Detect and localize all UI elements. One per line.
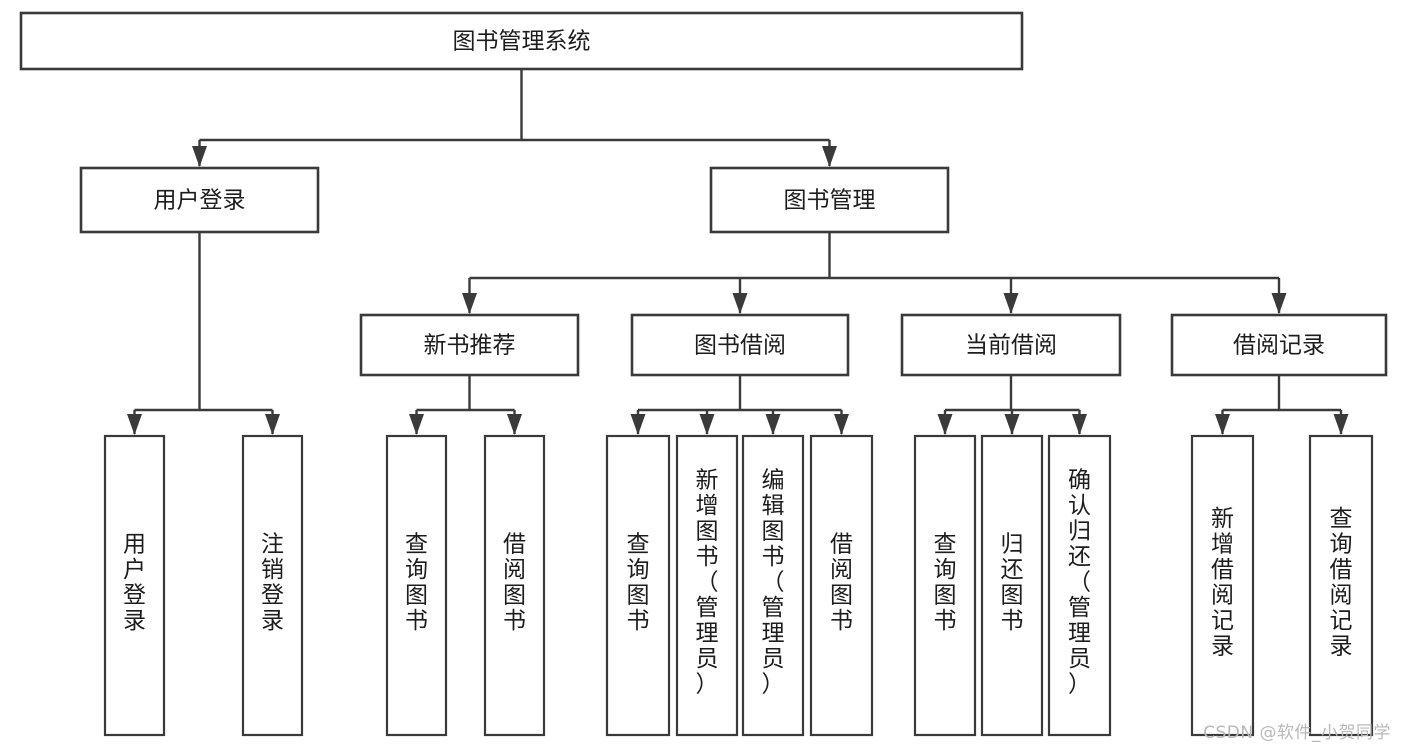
arrow-head-icon bbox=[1003, 293, 1019, 314]
node-label-leaf-6: 编辑图书（管理员） bbox=[762, 468, 785, 698]
node-box-level3-3[interactable] bbox=[1170, 313, 1388, 377]
node-label-leaf-12: 查询借阅记录 bbox=[1330, 506, 1353, 660]
node-label-leaf-5: 新增图书（管理员） bbox=[696, 468, 719, 698]
arrow-head-icon bbox=[1333, 414, 1349, 435]
node-box-leaf-9[interactable] bbox=[980, 434, 1044, 737]
node-box-level2-1[interactable] bbox=[709, 166, 950, 234]
node-box-leaf-3[interactable] bbox=[483, 434, 546, 737]
node-label-leaf-3: 借阅图书 bbox=[503, 531, 526, 634]
node-label-leaf-0: 用户登录 bbox=[123, 531, 146, 634]
node-label-leaf-7: 借阅图书 bbox=[830, 531, 853, 634]
node-label-level2-0: 用户登录 bbox=[154, 188, 246, 214]
node-box-leaf-2[interactable] bbox=[385, 434, 448, 737]
node-label-level3-0: 新书推荐 bbox=[424, 333, 516, 359]
node-box-level3-1[interactable] bbox=[630, 313, 850, 377]
node-box-leaf-6[interactable] bbox=[741, 434, 805, 737]
node-box-leaf-1[interactable] bbox=[241, 434, 304, 737]
node-box-level3-2[interactable] bbox=[900, 313, 1122, 377]
node-box-leaf-8[interactable] bbox=[913, 434, 977, 737]
arrow-head-icon bbox=[1215, 414, 1230, 435]
arrow-head-icon bbox=[1004, 414, 1020, 435]
arrow-head-icon bbox=[192, 146, 207, 167]
node-label-leaf-11: 新增借阅记录 bbox=[1211, 506, 1234, 660]
node-label-leaf-9: 归还图书 bbox=[1001, 531, 1024, 634]
connector-lines bbox=[127, 69, 1349, 435]
arrow-head-icon bbox=[937, 414, 953, 435]
arrow-head-icon bbox=[765, 414, 781, 435]
arrow-head-icon bbox=[822, 146, 837, 167]
arrow-head-icon bbox=[462, 293, 477, 314]
node-box-leaf-10[interactable] bbox=[1047, 434, 1112, 737]
node-boxes: 图书管理系统用户登录图书管理新书推荐图书借阅当前借阅借阅记录用户登录注销登录查询… bbox=[19, 11, 1388, 737]
node-label-leaf-2: 查询图书 bbox=[405, 531, 428, 634]
node-label-level3-2: 当前借阅 bbox=[965, 333, 1057, 359]
arrow-head-icon bbox=[699, 414, 715, 435]
node-box-root[interactable] bbox=[19, 11, 1024, 71]
node-label-level3-1: 图书借阅 bbox=[694, 333, 786, 359]
node-box-leaf-11[interactable] bbox=[1190, 434, 1255, 737]
arrow-head-icon bbox=[834, 414, 849, 435]
node-box-level2-0[interactable] bbox=[79, 166, 320, 234]
arrow-head-icon bbox=[409, 414, 424, 435]
node-box-leaf-0[interactable] bbox=[103, 434, 166, 737]
arrow-head-icon bbox=[127, 414, 142, 435]
node-label-leaf-8: 查询图书 bbox=[934, 531, 957, 634]
node-box-level3-0[interactable] bbox=[359, 313, 580, 377]
node-label-leaf-10: 确认归还（管理员） bbox=[1068, 468, 1091, 698]
arrow-head-icon bbox=[1072, 414, 1087, 435]
node-label-level3-3: 借阅记录 bbox=[1233, 333, 1325, 359]
node-box-leaf-5[interactable] bbox=[675, 434, 739, 737]
node-box-leaf-7[interactable] bbox=[809, 434, 874, 737]
node-label-level2-1: 图书管理 bbox=[784, 188, 876, 214]
node-box-leaf-4[interactable] bbox=[605, 434, 671, 737]
arrow-head-icon bbox=[1271, 293, 1287, 314]
arrow-head-icon bbox=[732, 293, 748, 314]
node-label-leaf-4: 查询图书 bbox=[627, 531, 650, 634]
node-box-leaf-12[interactable] bbox=[1308, 434, 1374, 737]
arrow-head-icon bbox=[265, 414, 280, 435]
arrow-head-icon bbox=[507, 414, 522, 435]
node-label-leaf-1: 注销登录 bbox=[261, 531, 284, 634]
arrow-head-icon bbox=[630, 414, 646, 435]
node-label-root: 图书管理系统 bbox=[453, 29, 591, 55]
